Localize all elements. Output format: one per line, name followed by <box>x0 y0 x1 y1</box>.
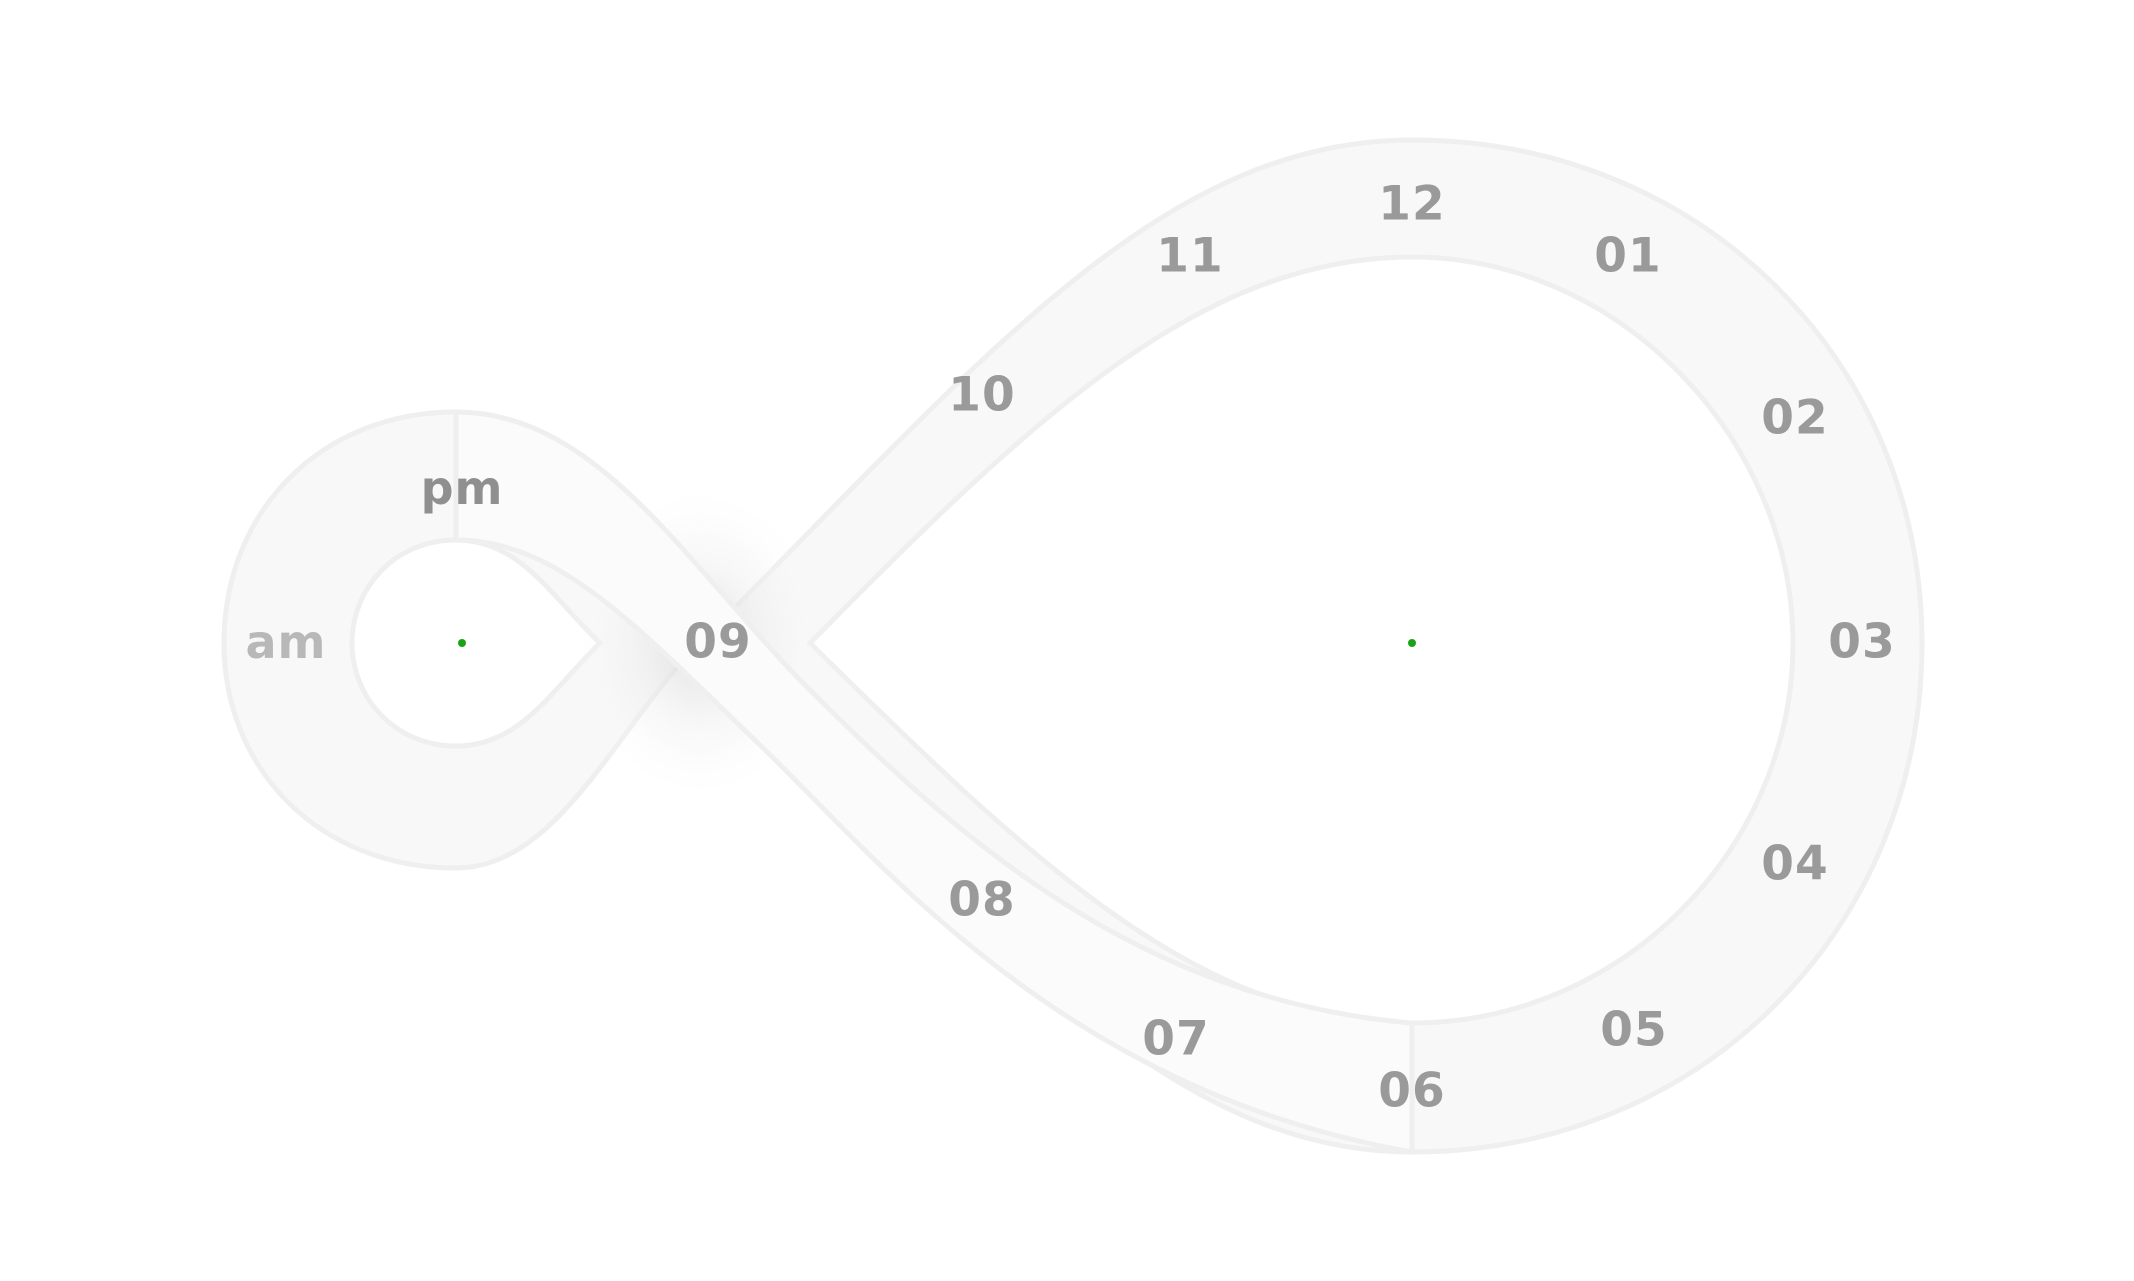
hour-option-02[interactable]: 02 <box>1761 391 1828 446</box>
hour-option-05[interactable]: 05 <box>1600 1003 1667 1058</box>
hour-option-07[interactable]: 07 <box>1142 1012 1209 1067</box>
hour-option-06[interactable]: 06 <box>1378 1064 1445 1119</box>
hour-option-09[interactable]: 09 <box>684 615 751 670</box>
hour-option-03[interactable]: 03 <box>1828 615 1895 670</box>
meridiem-ring-center-dot <box>458 639 466 647</box>
hour-option-01[interactable]: 01 <box>1594 229 1661 284</box>
am-option[interactable]: am <box>246 615 327 669</box>
hour-ring-center-dot <box>1408 639 1416 647</box>
pm-option[interactable]: pm <box>421 461 504 515</box>
hour-option-08[interactable]: 08 <box>948 873 1015 928</box>
hour-option-10[interactable]: 10 <box>948 368 1015 423</box>
hour-option-12[interactable]: 12 <box>1378 177 1445 232</box>
hour-labels: 12 01 02 03 04 05 06 07 08 09 10 11 <box>684 177 1895 1119</box>
crossing-strand <box>453 409 1415 1155</box>
hour-option-11[interactable]: 11 <box>1156 229 1223 284</box>
hour-option-04[interactable]: 04 <box>1761 837 1828 892</box>
